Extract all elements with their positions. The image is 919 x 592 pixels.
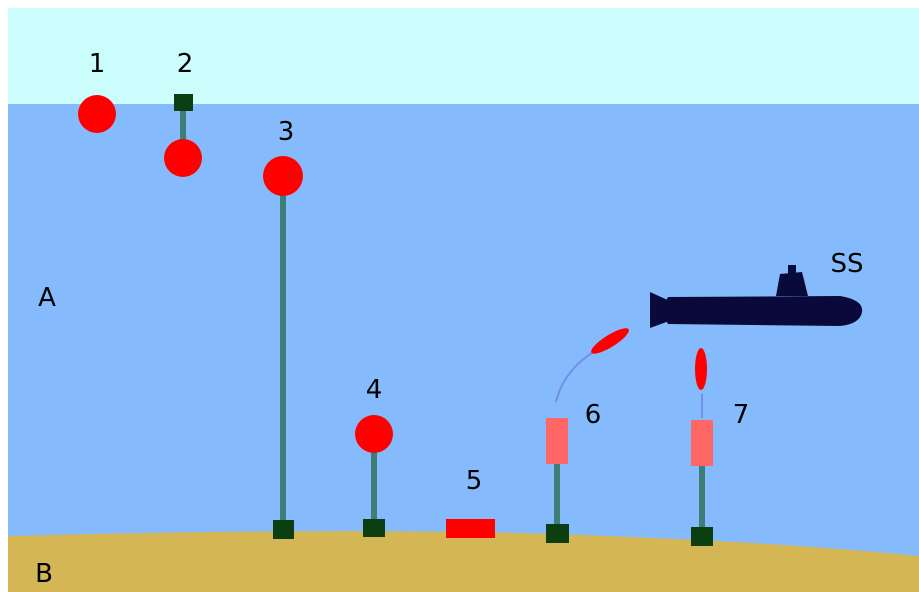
mine-6-anchor <box>546 524 569 543</box>
submarine-icon <box>650 265 863 328</box>
mine-1-floating-mine <box>78 95 116 133</box>
seabed <box>8 531 919 592</box>
mine-6-canister <box>546 418 568 464</box>
label-mine-7: 7 <box>733 400 750 430</box>
label-region-seabed: B <box>35 559 53 589</box>
water <box>8 104 919 592</box>
label-mine-5: 5 <box>466 466 483 496</box>
mine-2-surface-float <box>174 94 193 111</box>
label-mine-6: 6 <box>585 400 602 430</box>
mine-4-anchor <box>363 519 385 537</box>
label-submarine: SS <box>830 249 863 279</box>
mine-7-torpedo <box>695 348 707 390</box>
label-mine-2: 2 <box>177 49 194 79</box>
label-region-water: A <box>38 283 56 313</box>
mine-5-bottom-mine <box>446 519 495 538</box>
mine-7-canister <box>691 420 713 466</box>
mine-4-mine <box>355 415 393 453</box>
mine-3-mine <box>263 156 303 196</box>
label-mine-3: 3 <box>278 117 295 147</box>
mine-3-anchor <box>273 520 294 539</box>
label-mine-1: 1 <box>89 49 106 79</box>
mine-6-torpedo <box>591 328 629 354</box>
sky <box>8 8 919 104</box>
label-mine-4: 4 <box>366 375 383 405</box>
mine-2-mine <box>164 139 202 177</box>
mine-7-anchor <box>691 527 713 546</box>
